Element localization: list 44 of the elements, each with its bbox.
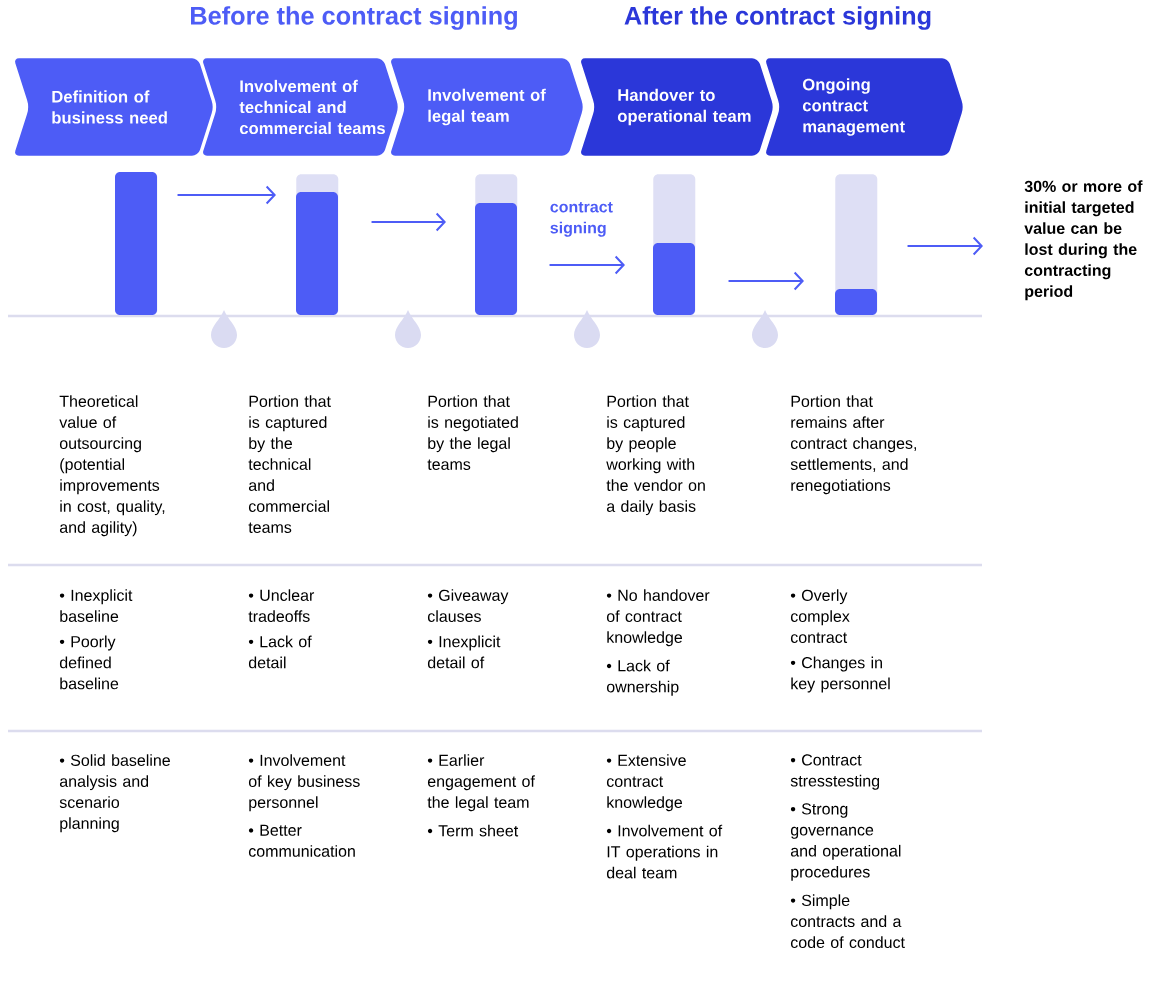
bullet-item: • Contract stresstesting bbox=[790, 754, 880, 790]
bullet-item: • Solid baseline analysis and scenario planning bbox=[59, 754, 170, 833]
step-banner: Handover to operational team bbox=[578, 55, 775, 159]
callout-text: 30% or more of initial targeted value can be lost during the contracting period bbox=[1024, 180, 1143, 301]
description-text: Portion that remains after contract changes, settlements, and renegotiations bbox=[790, 395, 916, 495]
bar bbox=[835, 174, 878, 316]
bullet-item: • No handover of contract knowledge bbox=[606, 589, 710, 647]
step-banner: Definition of business need bbox=[12, 55, 215, 159]
bullet-item: • Simple contracts and a code of conduct bbox=[790, 894, 905, 949]
bullet-item: • Involvement of key business personnel bbox=[248, 754, 360, 812]
arrow bbox=[548, 255, 625, 275]
description-text: Portion that is negotiated by the legal teams bbox=[427, 395, 518, 470]
bullet-item: • Term sheet bbox=[427, 824, 519, 837]
bullet-item: • Poorly defined baseline bbox=[59, 635, 119, 690]
step-banner: Ongoing contract management bbox=[763, 55, 965, 159]
step-banner: Involvement of technical and commercial teams bbox=[200, 55, 400, 159]
bullet-item: • Overly complex contract bbox=[790, 589, 850, 643]
bullet-item: • Earlier engagement of the legal team bbox=[427, 754, 535, 812]
bar bbox=[653, 174, 696, 316]
section-heading: Before the contract signing bbox=[191, 6, 517, 30]
bar bbox=[115, 172, 158, 316]
bullet-item: • Changes in key personnel bbox=[790, 656, 890, 693]
bar bbox=[475, 174, 518, 316]
bar bbox=[296, 174, 339, 316]
bullet-item: • Inexplicit detail of bbox=[427, 635, 501, 669]
bullet-item: • Unclear tradeoffs bbox=[248, 589, 315, 622]
description-text: Portion that is captured by the technical and commercial teams bbox=[248, 395, 331, 533]
bullet-item: • Lack of ownership bbox=[606, 659, 679, 696]
bullet-item: • Lack of detail bbox=[248, 635, 312, 669]
arrow bbox=[176, 185, 276, 205]
section-heading: After the contract signing bbox=[624, 6, 931, 30]
arrow bbox=[370, 212, 446, 232]
bullet-item: • Inexplicit baseline bbox=[59, 589, 133, 622]
bullet-item: • Extensive contract knowledge bbox=[606, 754, 686, 812]
bullet-item: • Giveaway clauses bbox=[427, 589, 509, 622]
bullet-item: • Strong governance and operational procedures bbox=[790, 803, 901, 881]
step-banner: Involvement of legal team bbox=[388, 55, 585, 159]
bullet-item: • Better communication bbox=[248, 824, 355, 857]
description-text: Portion that is captured by people working with the vendor on a daily basis bbox=[606, 395, 705, 516]
edge-label: contract signing bbox=[550, 201, 613, 237]
arrow bbox=[727, 271, 804, 291]
bullet-item: • Involvement of IT operations in deal team bbox=[606, 824, 723, 879]
description-text: Theoretical value of outsourcing (potential improvements in cost, quality, and agility) bbox=[59, 395, 165, 537]
arrow bbox=[906, 236, 983, 256]
